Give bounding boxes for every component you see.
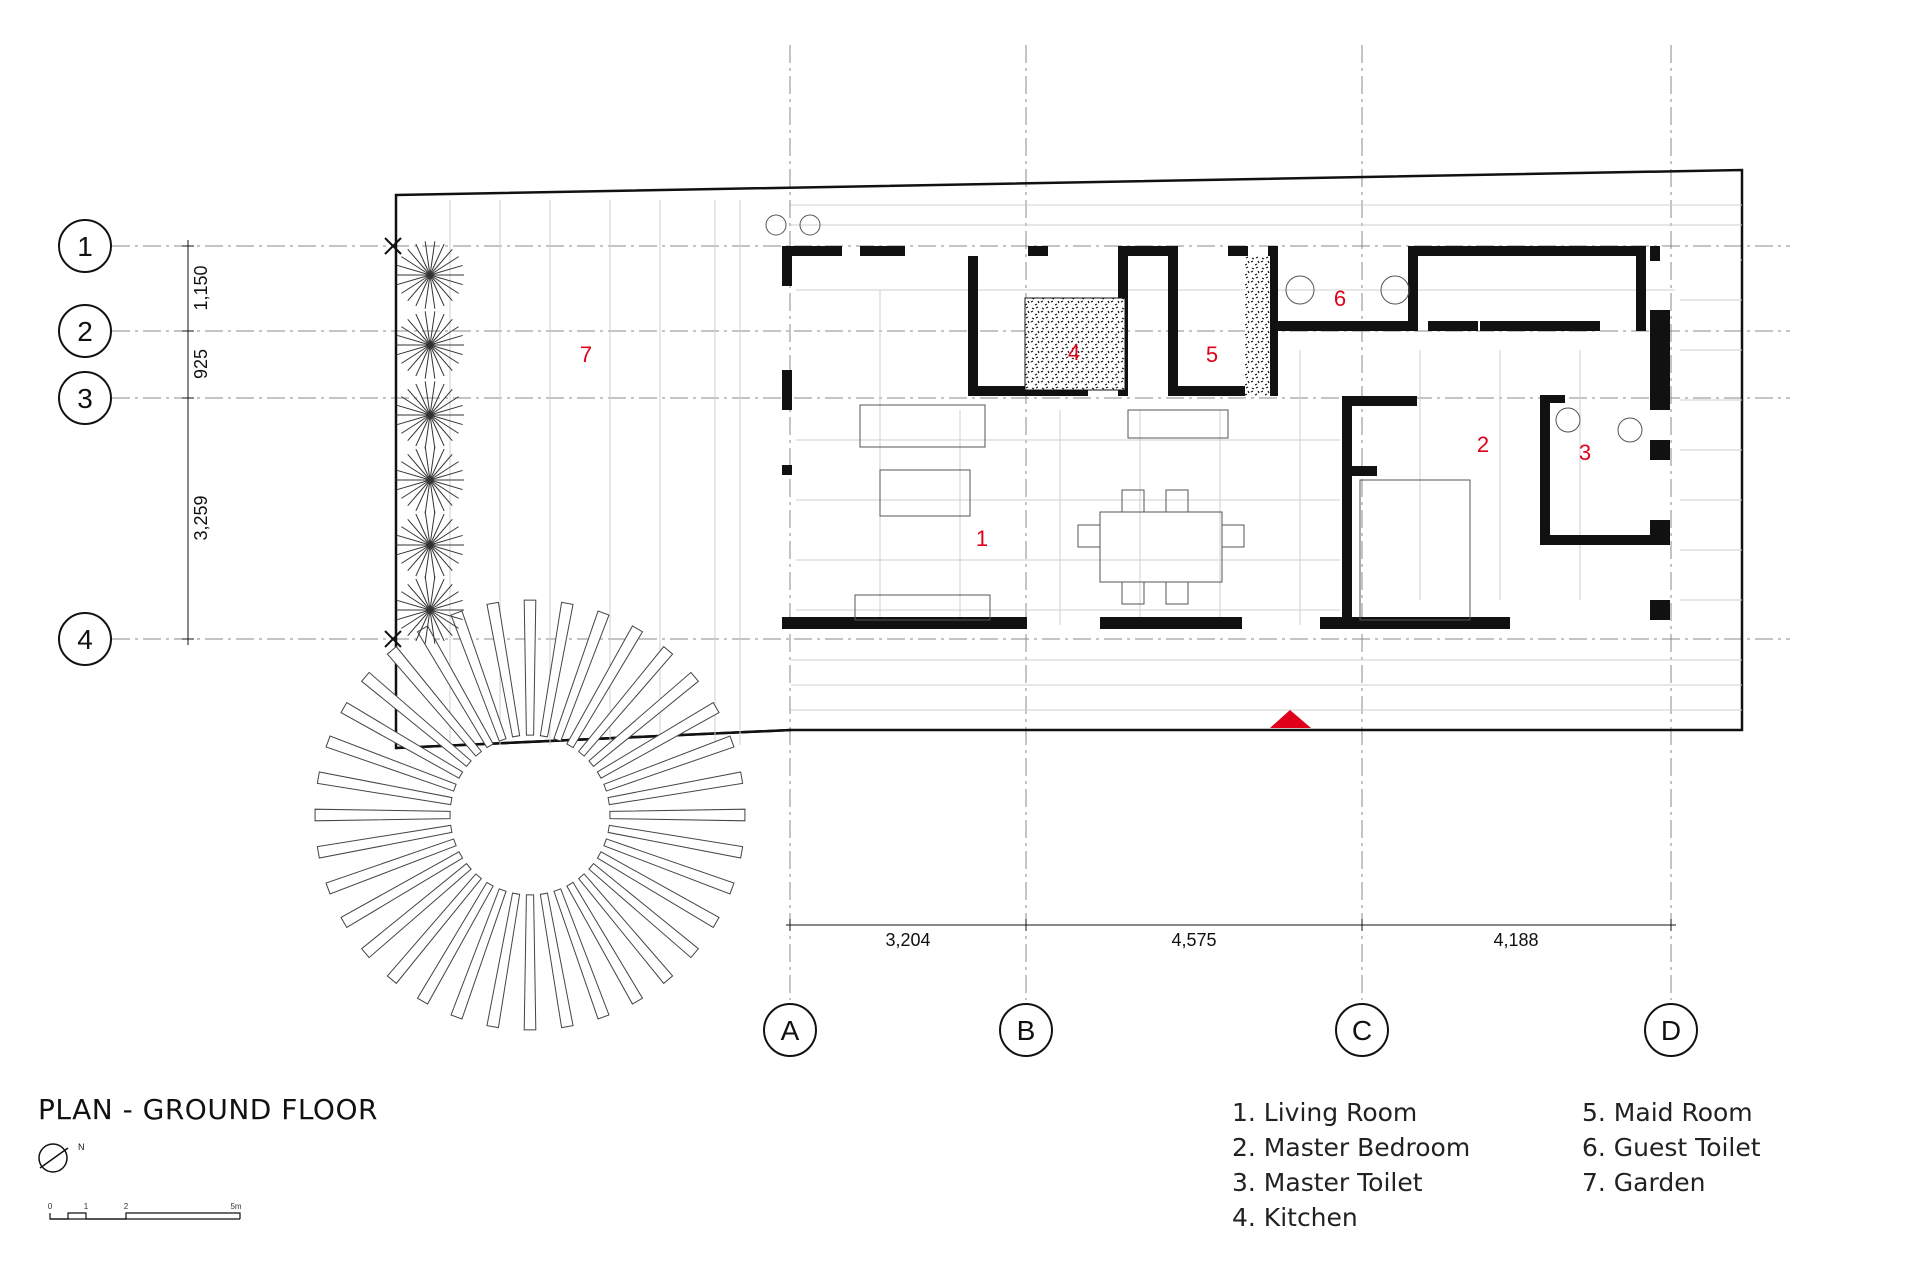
grid-col-c-label: C [1352, 1015, 1372, 1046]
walls [782, 246, 1670, 629]
grid-lines [112, 45, 1790, 1000]
north-arrow-icon: N [38, 1142, 85, 1173]
horizontal-dimension-line [786, 919, 1676, 931]
grid-col-markers: A B C D [763, 1003, 1698, 1057]
grid-row-4-label: 4 [77, 624, 93, 655]
grid-row-3-label: 3 [77, 383, 93, 414]
legend-item: 2. Master Bedroom [1232, 1133, 1471, 1162]
dim-2-3: 925 [191, 349, 211, 379]
dim-b-c: 4,575 [1171, 930, 1216, 950]
room-number-3: 3 [1579, 440, 1591, 465]
room-number-6: 6 [1334, 286, 1346, 311]
scale-bar [49, 1212, 241, 1220]
legend-item: 1. Living Room [1232, 1098, 1418, 1127]
shrubs [384, 237, 464, 648]
room-number-5: 5 [1206, 342, 1218, 367]
room-number-7: 7 [580, 342, 592, 367]
furniture [765, 214, 1643, 621]
scale-label-2: 2 [124, 1202, 129, 1211]
grid-col-d-label: D [1661, 1015, 1681, 1046]
grid-col-b-label: B [1017, 1015, 1036, 1046]
paving-pattern [449, 200, 1742, 745]
entrance-marker [1270, 710, 1311, 728]
room-number-4: 4 [1068, 340, 1080, 365]
legend-item: 5. Maid Room [1582, 1098, 1753, 1127]
legend-item: 6. Guest Toilet [1582, 1133, 1761, 1162]
legend-item: 3. Master Toilet [1232, 1168, 1423, 1197]
legend-item: 4. Kitchen [1232, 1203, 1358, 1232]
legend-right: 5. Maid Room 6. Guest Toilet 7. Garden [1582, 1095, 1761, 1200]
grid-row-2-label: 2 [77, 316, 93, 347]
scale-label-5m: 5m [230, 1202, 241, 1211]
grid-row-1-label: 1 [77, 231, 93, 262]
dim-1-2: 1,150 [191, 265, 211, 310]
grid-row-markers: 1 2 3 4 [58, 219, 112, 666]
dim-a-b: 3,204 [885, 930, 930, 950]
grid-col-a-label: A [781, 1015, 800, 1046]
tree-canopy [314, 599, 746, 1031]
dim-3-4: 3,259 [191, 495, 211, 540]
vertical-dimension-line [182, 240, 194, 645]
scale-label-1: 1 [84, 1202, 89, 1211]
north-label: N [78, 1142, 85, 1152]
legend-left: 1. Living Room 2. Master Bedroom 3. Mast… [1232, 1095, 1470, 1235]
drawing-title: PLAN - GROUND FLOOR [38, 1093, 378, 1126]
dim-c-d: 4,188 [1493, 930, 1538, 950]
scale-label-0: 0 [48, 1202, 53, 1211]
room-number-2: 2 [1477, 432, 1489, 457]
legend-item: 7. Garden [1582, 1168, 1706, 1197]
room-number-1: 1 [976, 526, 988, 551]
